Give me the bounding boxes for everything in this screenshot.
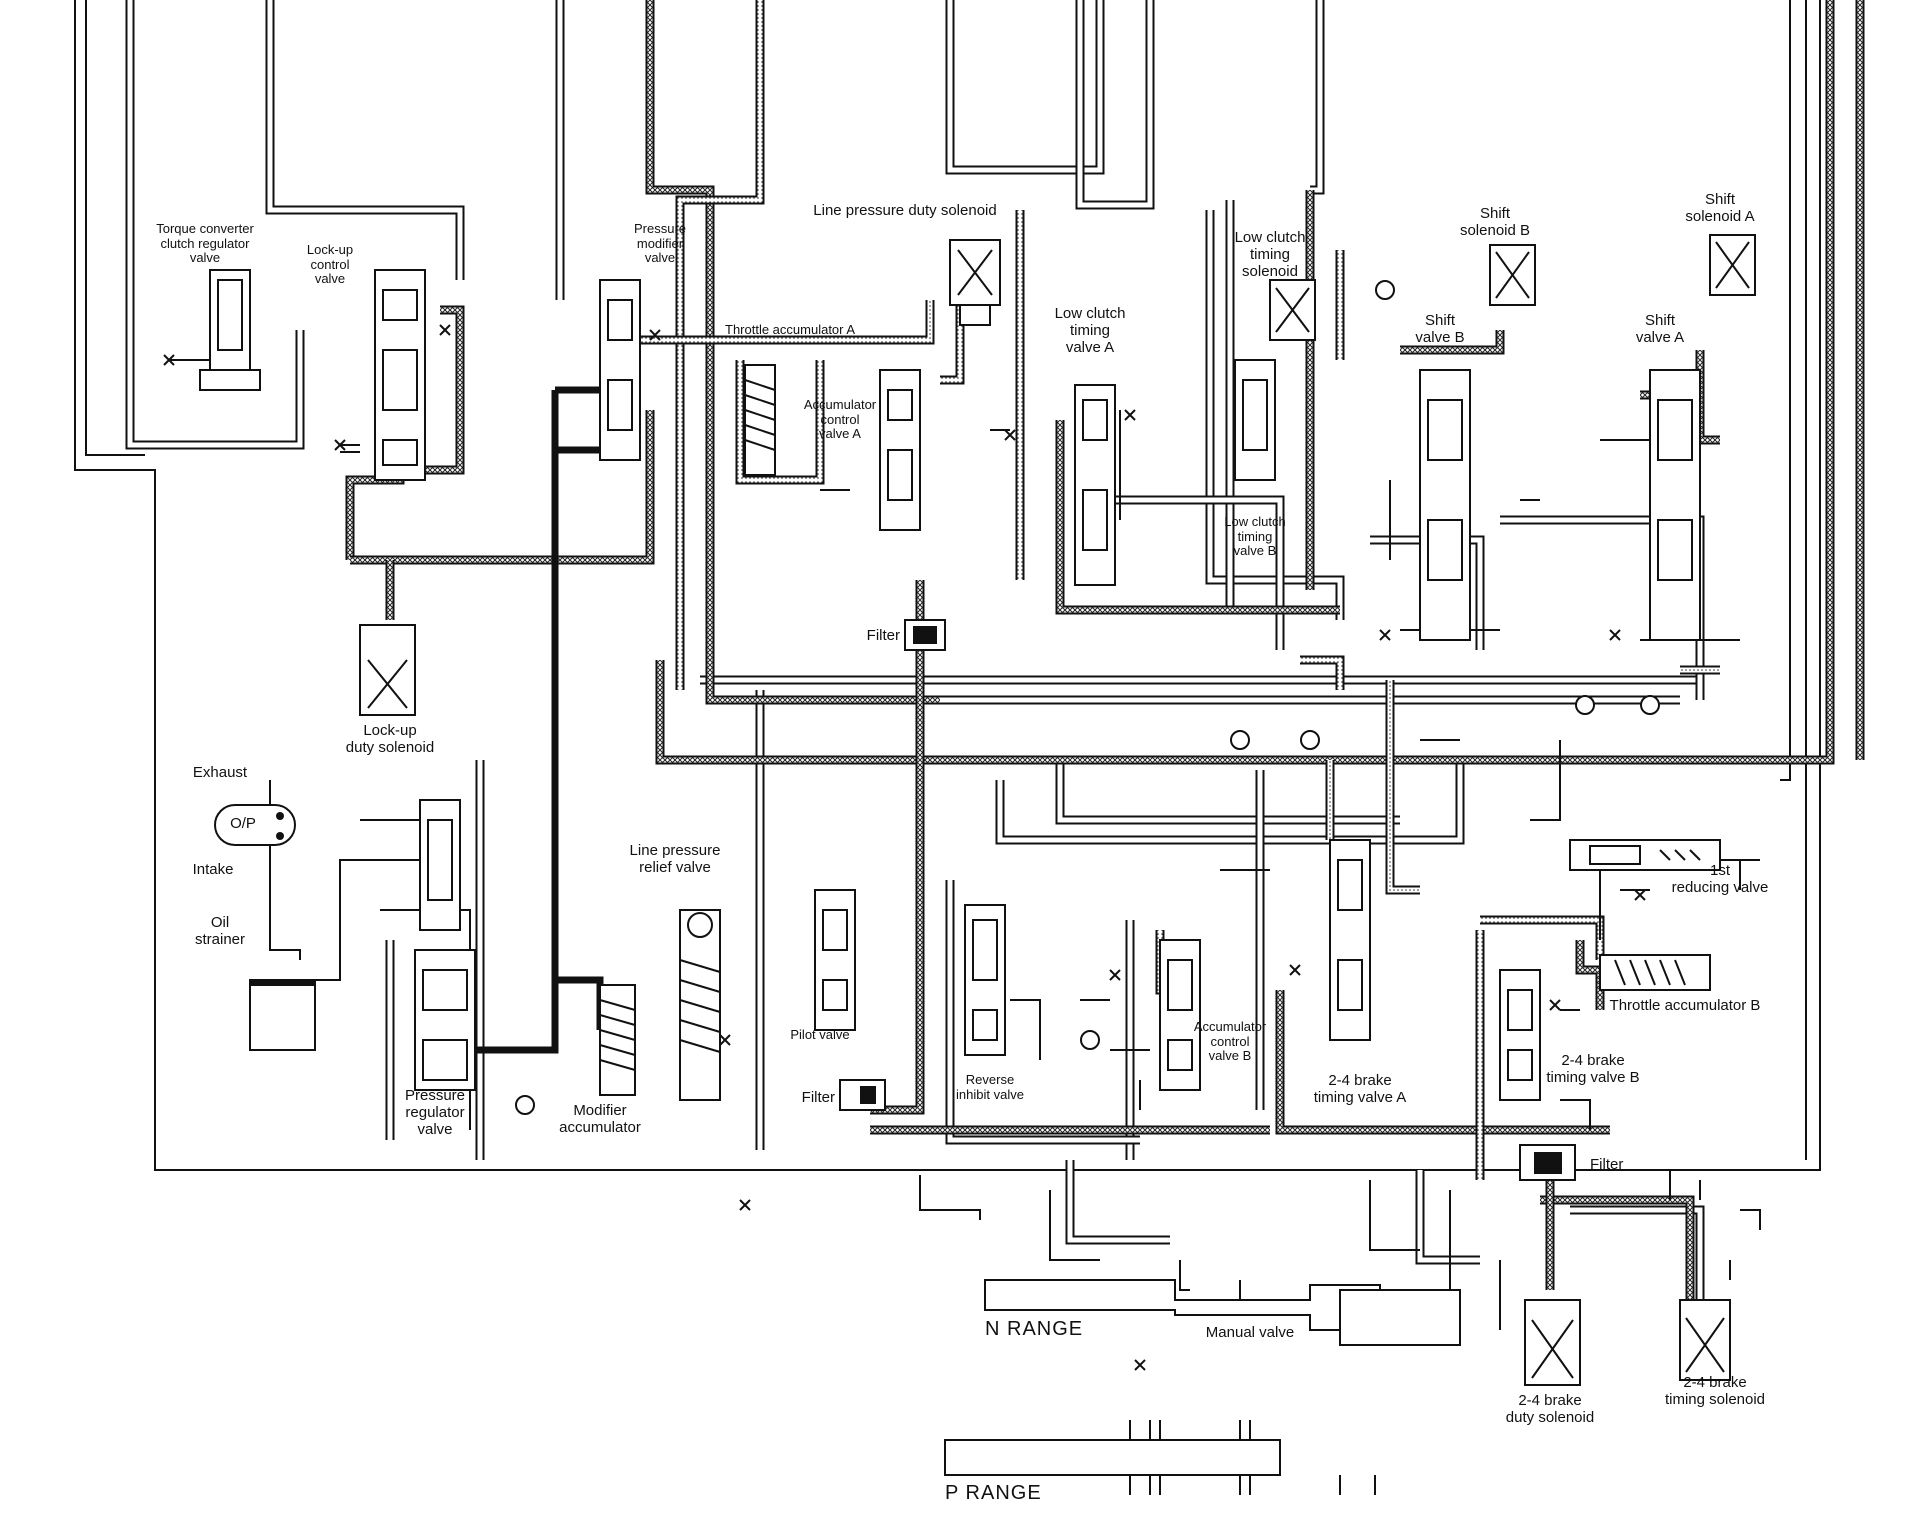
label-brake-timing-solenoid: 2-4 brake timing solenoid: [1664, 1374, 1766, 1408]
label-brake-duty-solenoid: 2-4 brake duty solenoid: [1505, 1392, 1595, 1426]
label-torque-converter-clutch-regulator-valve: Torque converter clutch regulator valve: [156, 221, 254, 266]
accumulator-control-valve-a: [879, 369, 921, 531]
label-shift-valve-a: Shift valve A: [1635, 312, 1685, 346]
brake-timing-valve-a: [1329, 839, 1371, 1041]
exhaust-marks: [163, 324, 1646, 1371]
filter-lower: [1519, 1144, 1576, 1181]
label-oil-pump: O/P: [230, 815, 256, 832]
shift-valve-b: [1419, 369, 1471, 641]
throttle-accumulator-a: [744, 364, 776, 476]
oil-pump: [214, 804, 296, 846]
label-accumulator-control-valve-a: Accumulator control valve A: [803, 397, 877, 442]
label-brake-timing-valve-b: 2-4 brake timing valve B: [1546, 1052, 1640, 1086]
reverse-inhibit-valve: [964, 904, 1006, 1056]
brake-timing-solenoid: [1679, 1299, 1731, 1381]
label-pressure-regulator-valve: Pressure regulator valve: [404, 1087, 466, 1138]
label-lockup-control-valve: Lock-up control valve: [306, 242, 354, 287]
lockup-duty-solenoid: [359, 624, 416, 716]
shift-solenoid-a: [1709, 234, 1756, 296]
label-brake-timing-valve-a: 2-4 brake timing valve A: [1313, 1072, 1407, 1106]
oil-strainer: [249, 979, 316, 1051]
label-manual-valve: Manual valve: [1205, 1324, 1295, 1341]
first-reducing-valve: [1569, 839, 1721, 871]
label-low-clutch-timing-valve-a: Low clutch timing valve A: [1054, 305, 1126, 356]
brake-duty-solenoid: [1524, 1299, 1581, 1386]
manual-valve: [984, 1279, 1461, 1346]
line-pressure-duty-solenoid: [949, 239, 1001, 326]
brake-timing-valve-b: [1499, 969, 1541, 1101]
throttle-accumulator-b: [1599, 954, 1711, 991]
shift-solenoid-b: [1489, 244, 1536, 306]
torque-converter-clutch-regulator-valve: [199, 269, 261, 391]
pressure-modifier-valve: [599, 279, 641, 461]
label-reverse-inhibit-valve: Reverse inhibit valve: [956, 1072, 1024, 1102]
lockup-control-valve: [374, 269, 426, 481]
check-balls: [515, 280, 1660, 1115]
label-line-pressure-relief-valve: Line pressure relief valve: [629, 842, 721, 876]
label-low-clutch-timing-solenoid: Low clutch timing solenoid: [1234, 229, 1306, 280]
label-filter-upper: Filter: [866, 627, 900, 644]
pipes-plain: [125, 0, 1705, 1300]
label-oil-strainer: Oil strainer: [194, 914, 246, 948]
label-accumulator-control-valve-b: Accumulator control valve B: [1193, 1019, 1267, 1064]
label-n-range: N RANGE: [985, 1318, 1084, 1340]
label-throttle-accumulator-b: Throttle accumulator B: [1609, 997, 1761, 1014]
pilot-valve: [814, 889, 856, 1031]
line-pressure-relief-valve: [679, 909, 721, 1101]
label-shift-solenoid-a: Shift solenoid A: [1685, 191, 1755, 225]
label-low-clutch-timing-valve-b: Low clutch timing valve B: [1224, 514, 1286, 559]
thin-lines: [170, 359, 1761, 1330]
pipes-dotted: [630, 0, 1720, 1180]
accumulator-control-valve-b: [1159, 939, 1201, 1091]
modifier-accumulator: [599, 984, 636, 1096]
label-shift-solenoid-b: Shift solenoid B: [1459, 205, 1531, 239]
label-p-range: P RANGE: [945, 1482, 1042, 1504]
label-exhaust: Exhaust: [192, 764, 248, 781]
p-range-manual-valve: [944, 1420, 1376, 1495]
label-throttle-accumulator-a: Throttle accumulator A: [725, 322, 856, 337]
regulator-valve-upper: [419, 799, 461, 931]
label-filter-middle: Filter: [801, 1089, 835, 1106]
outer-frame-lines: [74, 0, 1821, 1171]
shift-valve-a: [1649, 369, 1701, 641]
label-intake: Intake: [192, 861, 234, 878]
label-shift-valve-b: Shift valve B: [1415, 312, 1465, 346]
label-first-reducing-valve: 1st reducing valve: [1671, 862, 1769, 896]
low-clutch-timing-valve-a: [1074, 384, 1116, 586]
label-pressure-modifier-valve: Pressure modifier valve: [633, 221, 687, 266]
label-filter-lower: Filter: [1590, 1156, 1624, 1173]
filter-middle: [839, 1079, 886, 1111]
pressure-regulator-valve: [414, 949, 476, 1091]
label-modifier-accumulator: Modifier accumulator: [559, 1102, 641, 1136]
label-pilot-valve: Pilot valve: [790, 1027, 850, 1042]
low-clutch-timing-valve-b: [1234, 359, 1276, 481]
low-clutch-timing-solenoid: [1269, 279, 1316, 341]
label-lockup-duty-solenoid: Lock-up duty solenoid: [345, 722, 435, 756]
filter-upper: [904, 619, 946, 651]
label-line-pressure-duty-solenoid: Line pressure duty solenoid: [813, 202, 997, 219]
